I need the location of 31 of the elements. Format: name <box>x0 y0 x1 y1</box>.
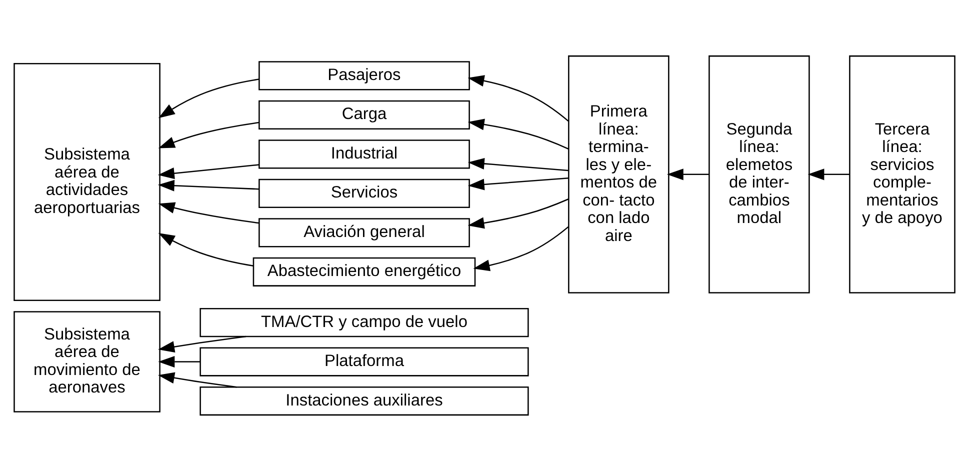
node-box: Subsistema aérea de movimiento de aeronaves <box>14 310 160 412</box>
node-box: Servicios <box>258 178 470 208</box>
arrow <box>158 179 260 191</box>
node-box: Primera línea: termina- les y ele- mentos de con- tacto con lado aire <box>568 54 670 293</box>
node-box: Tercera línea: servicios comple- mentarios y de apoyo <box>849 54 956 293</box>
arrow <box>158 335 246 352</box>
arrow <box>468 198 569 228</box>
arrow <box>158 202 259 224</box>
node-box: Subsistema aérea de actividades aeroportuarias <box>14 62 160 300</box>
arrow <box>468 74 569 122</box>
arrow <box>808 168 850 180</box>
node-box: Industrial <box>258 139 470 168</box>
arrow <box>158 232 254 266</box>
arrow <box>158 356 200 368</box>
arrow <box>473 226 569 271</box>
arrow <box>158 78 259 118</box>
node-box: Aviación general <box>258 218 470 247</box>
node-box: Segunda línea: elemetos de inter- cambios modal <box>708 54 810 293</box>
arrow <box>468 118 569 149</box>
node-box: Plataforma <box>200 346 529 376</box>
node-box: Carga <box>258 100 470 129</box>
arrow <box>158 164 260 179</box>
node-box: Abastecimiento energético <box>252 256 476 286</box>
arrow <box>158 372 237 388</box>
arrow <box>666 168 709 180</box>
node-box: Instaciones auxiliares <box>200 386 529 416</box>
arrow <box>468 157 568 171</box>
arrow <box>468 177 568 190</box>
arrow <box>158 121 259 148</box>
node-box: Pasajeros <box>258 60 470 90</box>
node-box: TMA/CTR y campo de vuelo <box>200 307 529 337</box>
